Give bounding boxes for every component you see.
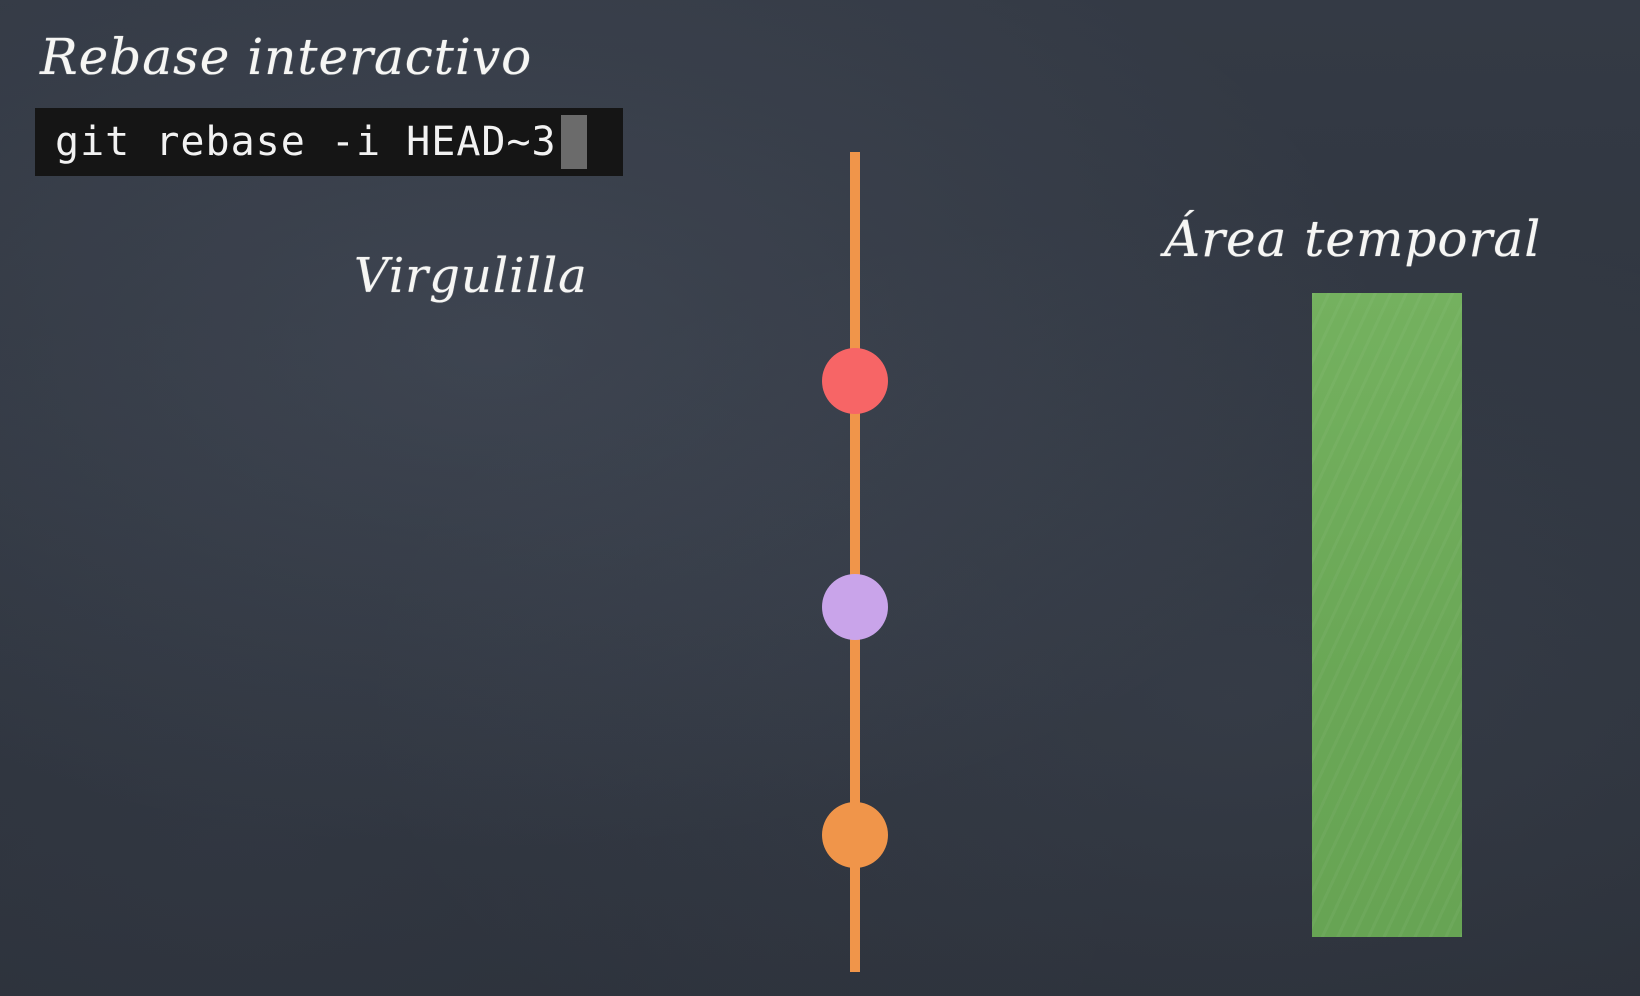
terminal-cursor (560, 115, 587, 169)
tilde-label: Virgulilla (354, 248, 588, 304)
temporal-area-box (1312, 293, 1462, 937)
commit-node (822, 574, 888, 640)
commit-node (822, 348, 888, 414)
terminal-box: git rebase -i HEAD~3 (35, 108, 623, 176)
temporal-area-label: Área temporal (1164, 210, 1542, 268)
terminal-command: git rebase -i HEAD~3 (55, 119, 557, 165)
commit-list (822, 348, 888, 868)
slide-title: Rebase interactivo (40, 28, 533, 86)
commit-node (822, 802, 888, 868)
